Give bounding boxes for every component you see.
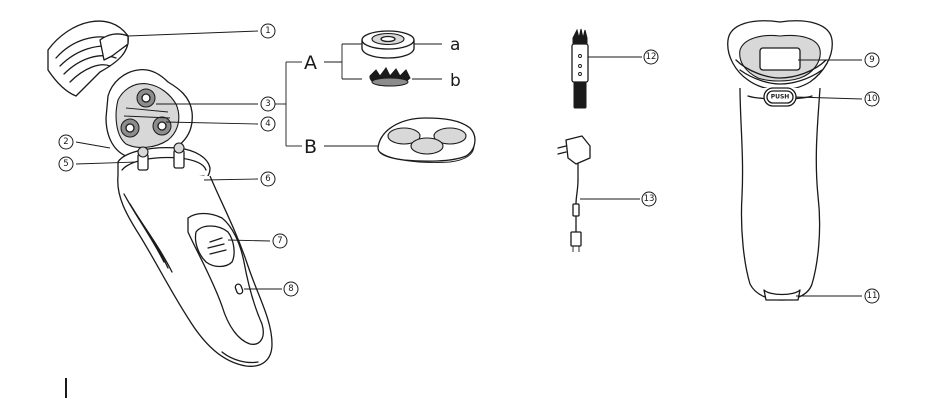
callout-5-number: 5 <box>63 159 68 169</box>
power-adapter <box>558 136 640 252</box>
callout-5: 5 <box>59 157 73 171</box>
callout-1: 1 <box>261 24 275 38</box>
callout-2: 2 <box>59 135 73 149</box>
callout-8: 8 <box>284 282 298 296</box>
cutter-b: b <box>370 68 461 91</box>
callout-4-number: 4 <box>265 119 270 129</box>
push-button-label: PUSH <box>771 94 790 101</box>
callout-4: 4 <box>261 117 275 131</box>
callout-6: 6 <box>261 172 275 186</box>
label-a: a <box>450 35 460 55</box>
callout-6-number: 6 <box>265 174 270 184</box>
callout-12-number: 12 <box>646 52 657 62</box>
shaver-body <box>118 143 272 366</box>
callout-13: 13 <box>642 192 656 206</box>
leader-1 <box>128 31 258 36</box>
shaving-head-ring-a: a <box>362 31 460 58</box>
leader-6 <box>204 179 258 180</box>
page-edge-mark <box>65 378 67 398</box>
label-A: A <box>304 52 317 74</box>
callout-7: 7 <box>273 234 287 248</box>
label-B: B <box>304 136 317 158</box>
callout-10: 10 <box>865 92 879 106</box>
label-b: b <box>450 71 461 91</box>
callout-13-number: 13 <box>644 194 655 204</box>
callout-1-number: 1 <box>265 26 270 36</box>
callout-9: 9 <box>865 53 879 67</box>
callout-8-number: 8 <box>288 284 293 294</box>
leader-2 <box>76 142 110 148</box>
callout-10-number: 10 <box>867 94 878 104</box>
callout-3-number: 3 <box>265 99 270 109</box>
open-shaver-illustration <box>48 21 282 366</box>
callout-11: 11 <box>865 289 879 303</box>
closed-shaver-illustration: PUSH <box>728 21 862 300</box>
shaving-head-unit-B <box>378 118 475 163</box>
callout-9-number: 9 <box>869 55 874 65</box>
callout-11-number: 11 <box>867 291 878 301</box>
callout-12: 12 <box>644 50 658 64</box>
part-group-bracket: A B <box>275 44 380 158</box>
callout-7-number: 7 <box>277 236 282 246</box>
callout-3: 3 <box>261 97 275 111</box>
cleaning-brush <box>572 29 642 108</box>
callout-2-number: 2 <box>63 137 68 147</box>
